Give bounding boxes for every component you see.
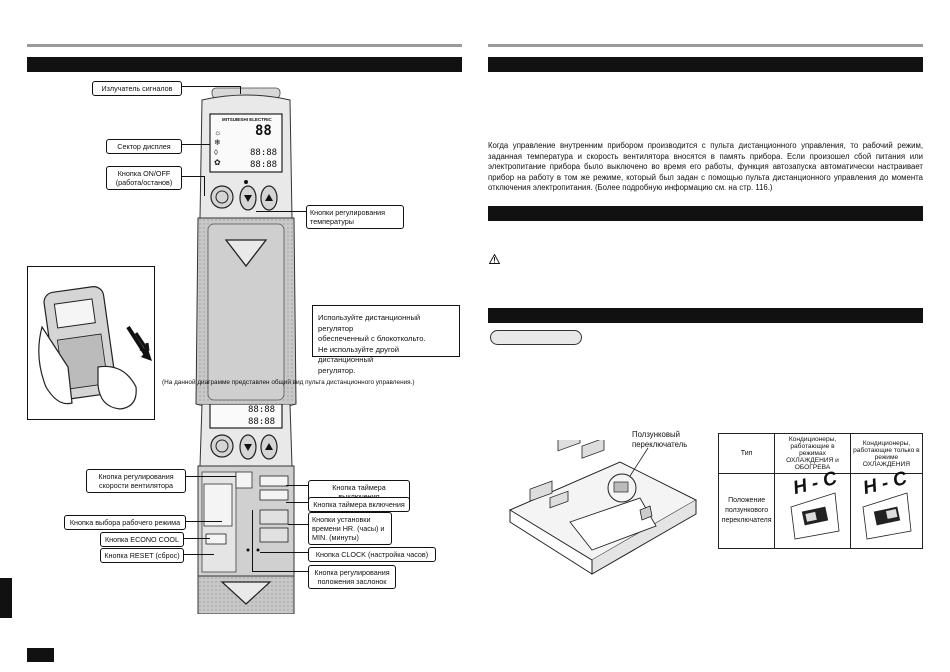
- leader-onoff: [182, 176, 204, 177]
- callout-display-sector: Сектор дисплея: [106, 139, 182, 154]
- hand-opening-lid-illustration: [38, 286, 152, 410]
- leader-clock: [260, 552, 308, 553]
- callout-reset: Кнопка RESET (сброс): [100, 548, 184, 563]
- switch-type-table: Тип Кондиционеры, работающие в режимах О…: [717, 433, 924, 549]
- lower-remote-timer-a: 88:88: [248, 405, 276, 415]
- switch-position-h-icon: [790, 492, 839, 540]
- leader-emitter: [182, 86, 240, 87]
- leader-econo: [184, 538, 210, 539]
- left-top-rule: [27, 44, 462, 47]
- right-section-header-bar-2: [488, 206, 923, 221]
- callout-onoff-button: Кнопка ON/OFF (работа/останов): [106, 166, 182, 190]
- table-header-cool-only: Кондиционеры, работающие только в режиме…: [849, 433, 924, 474]
- remote-open-illustration: [197, 404, 295, 614]
- diagram-caption: (На данной диаграмме представлен общий в…: [162, 379, 415, 386]
- callout-econo-cool: Кнопка ECONO COOL: [100, 532, 184, 547]
- callout-signal-emitter: Излучатель сигналов: [92, 81, 182, 96]
- callout-fan-speed: Кнопка регулирования скорости вентилятор…: [86, 469, 186, 493]
- remote-brand-label: MITSUBISHI ELECTRIC: [222, 117, 272, 122]
- leader-display: [182, 144, 210, 145]
- indoor-unit-slider-illustration: [508, 440, 698, 575]
- slider-switch-label: Ползунковый переключатель: [632, 430, 688, 449]
- switch-cool-only-cell: [849, 473, 924, 549]
- page-number-block: [27, 648, 54, 662]
- left-section-header-bar: [27, 57, 462, 72]
- leader-mode: [186, 521, 222, 522]
- table-row-label: Положение ползункового переключателя: [717, 473, 776, 549]
- hand-illustration-frame: [27, 266, 155, 420]
- remote-display-timer-b: 88:88: [250, 160, 278, 170]
- leader-emitter-v: [240, 86, 241, 94]
- remote-control-illustration: [195, 87, 297, 412]
- switch-position-c-icon: [862, 492, 912, 540]
- subsection-label-pill: [490, 330, 582, 345]
- leader-vane: [252, 571, 308, 572]
- table-header-heat-cool: Кондиционеры, работающие в режимах ОХЛАЖ…: [774, 433, 851, 474]
- left-side-tab: [0, 578, 12, 618]
- remote-display-temp: 88: [255, 123, 272, 139]
- callout-time-set: Кнопки установки времени HR. (часы) и MI…: [308, 512, 392, 545]
- leader-reset: [184, 554, 214, 555]
- callout-vane-adjust: Кнопка регулирования положения заслонок: [308, 565, 396, 589]
- right-section-header-bar-1: [488, 57, 923, 72]
- leader-timer-off: [286, 485, 308, 486]
- right-section-header-bar-3: [488, 308, 923, 323]
- warning-triangle-icon: [489, 254, 500, 264]
- leader-timer-on: [286, 502, 308, 503]
- remote-display-icons: ☼❄◊✿: [214, 128, 222, 167]
- auto-restart-paragraph: Когда управление внутренним прибором про…: [488, 141, 923, 193]
- leader-onoff-v: [204, 176, 205, 196]
- remote-display-timer-a: 88:88: [250, 148, 278, 158]
- right-top-rule: [488, 44, 923, 47]
- callout-timer-on: Кнопка таймера включения: [308, 497, 410, 512]
- leader-vane-v: [252, 510, 253, 572]
- callout-temp-buttons: Кнопки регулирования температуры: [306, 205, 404, 229]
- switch-heat-cool-cell: [774, 473, 851, 549]
- leader-time-set: [288, 524, 308, 525]
- callout-mode-select: Кнопка выбора рабочего режима: [64, 515, 186, 530]
- table-header-type: Тип: [717, 433, 776, 474]
- lower-remote-timer-b: 88:88: [248, 417, 276, 427]
- remote-usage-note: Используйте дистанционный регулятор обес…: [312, 305, 460, 375]
- leader-temp: [256, 211, 306, 212]
- callout-clock: Кнопка CLOCK (настройка часов): [308, 547, 436, 562]
- leader-fan: [186, 476, 236, 477]
